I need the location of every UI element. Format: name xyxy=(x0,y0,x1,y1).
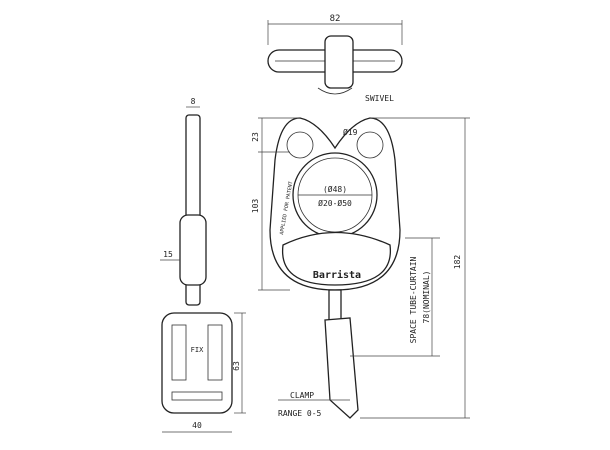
ring-nominal-label: (Ø48) xyxy=(323,184,347,194)
hole-diameter-label: Ø19 xyxy=(343,127,358,137)
clamp-range-label: RANGE 0-5 xyxy=(278,409,322,418)
clamp-front-view: FIX 63 40 xyxy=(161,312,246,433)
swivel-arrow-icon xyxy=(317,87,353,95)
side-thickness-label: 8 xyxy=(191,97,196,106)
ear-height-label: 23 xyxy=(251,132,260,142)
total-height-label: 182 xyxy=(453,255,462,270)
top-width-label: 82 xyxy=(330,14,341,24)
clamp-label: CLAMP xyxy=(290,391,314,400)
space-label-line2: 78(NOMINAL) xyxy=(422,271,431,324)
body-height-label: 103 xyxy=(251,199,260,214)
side-view: 8 15 xyxy=(160,97,207,306)
space-label-line1: SPACE TUBE-CURTAIN xyxy=(409,256,418,343)
brand-logo: Barrista xyxy=(313,269,361,281)
fix-label: FIX xyxy=(191,346,204,354)
clamp-width-label: 40 xyxy=(192,421,202,430)
main-front-view: Barrista Ø19 (Ø48) Ø20-Ø50 APPLIED FOR P… xyxy=(251,117,470,419)
ring-range-label: Ø20-Ø50 xyxy=(318,198,352,208)
side-width-label: 15 xyxy=(163,250,173,259)
top-view: 82 SWIVEL xyxy=(267,14,403,103)
clamp-height-label: 63 xyxy=(232,361,241,371)
swivel-label: SWIVEL xyxy=(365,94,394,103)
